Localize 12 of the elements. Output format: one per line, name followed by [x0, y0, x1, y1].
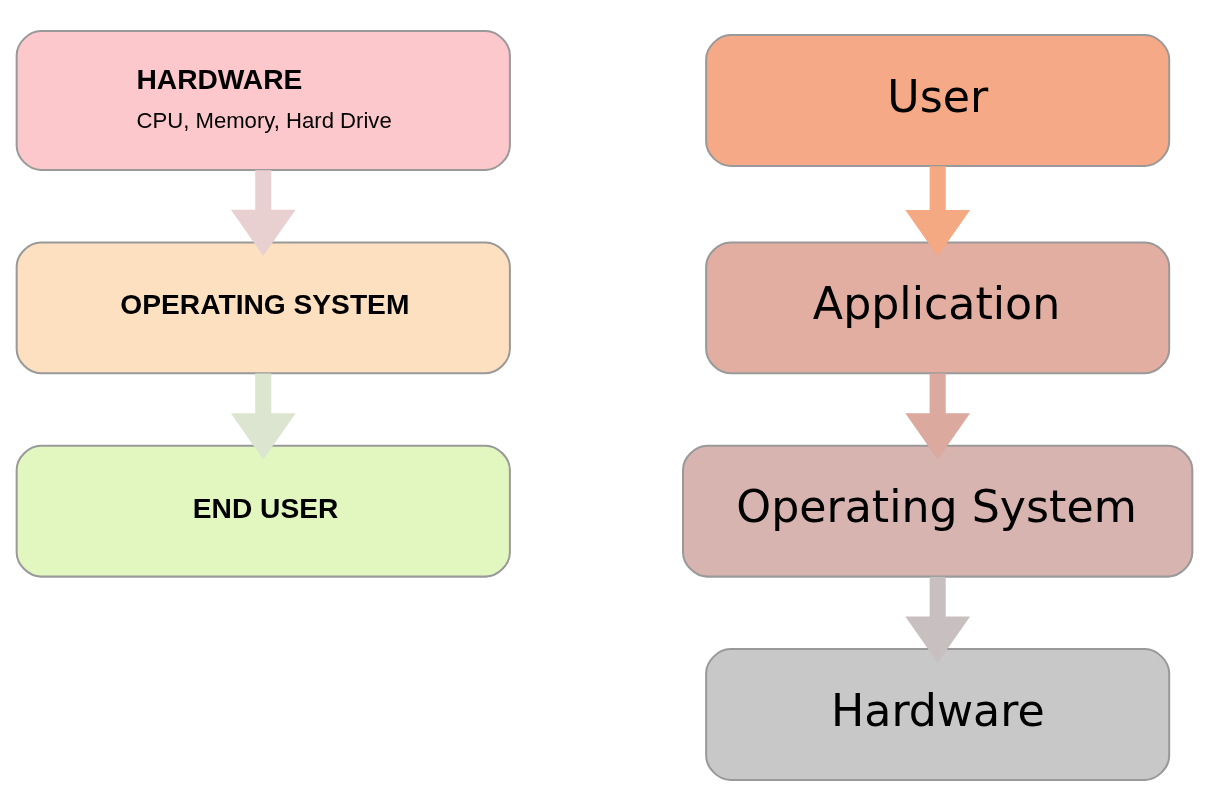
node-box: OPERATING SYSTEM — [15, 240, 511, 374]
node-box: END USER — [15, 444, 511, 578]
arrow — [905, 165, 971, 256]
arrow — [230, 169, 296, 256]
arrow — [905, 576, 971, 663]
arrow — [230, 373, 296, 460]
node-box: Operating System — [682, 444, 1194, 578]
node-box: HARDWARE CPU, Memory, Hard Drive — [15, 29, 511, 171]
arrow — [905, 373, 971, 460]
node-box: User — [705, 33, 1171, 167]
node-box: Hardware — [705, 647, 1171, 781]
node-box: Application — [705, 240, 1171, 374]
